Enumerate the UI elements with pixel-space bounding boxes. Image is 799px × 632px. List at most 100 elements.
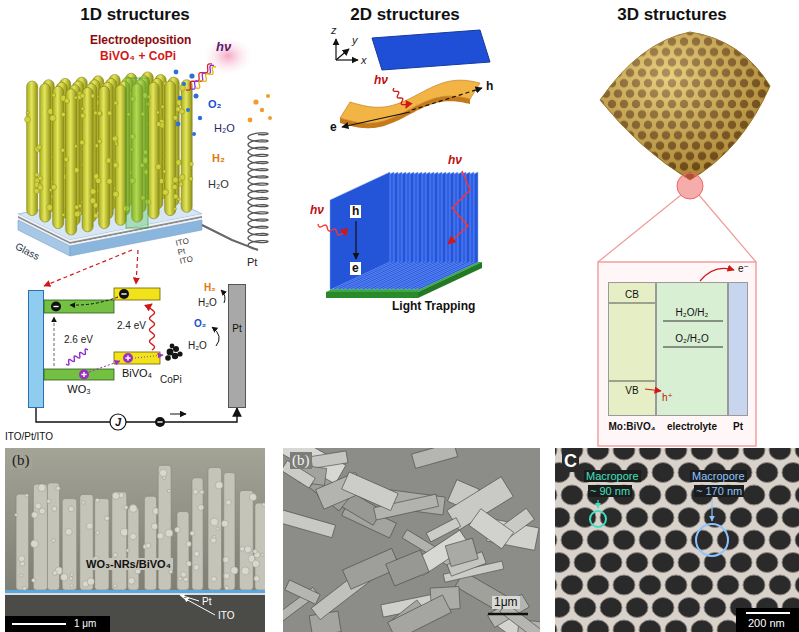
sem-image xyxy=(181,572,186,577)
nanorod-array xyxy=(52,93,56,97)
sem-image xyxy=(261,553,264,556)
layer-label: ITO xyxy=(218,610,234,621)
sem-image xyxy=(35,503,41,509)
layer-label: ITO xyxy=(179,255,194,266)
feature-label: Macropore xyxy=(584,470,641,482)
light-symbol: hν xyxy=(448,154,462,167)
hydrogen-bubbles xyxy=(268,116,272,120)
band-drawing xyxy=(79,370,89,380)
dimension-label: ~ 170 nm xyxy=(694,485,744,497)
nanorod-array xyxy=(98,139,102,143)
band-drawing xyxy=(114,288,160,300)
sem-image xyxy=(426,518,460,542)
sem-image xyxy=(169,570,173,574)
nanorod-array xyxy=(163,170,167,174)
nanorod-array xyxy=(156,111,159,114)
nanorod-array xyxy=(96,178,102,184)
nanorod-array xyxy=(115,85,126,225)
sem-image xyxy=(31,540,39,548)
nanorod-array xyxy=(74,211,80,217)
nanorod-array xyxy=(90,189,96,195)
nanorod-array xyxy=(98,112,103,117)
electron-symbol xyxy=(155,414,186,427)
sem-image xyxy=(224,573,230,579)
sample-label: WO₃-NRs/BiVO₄ xyxy=(84,558,173,570)
sem-image xyxy=(56,486,60,490)
oxygen-bubbles xyxy=(194,94,199,99)
nanorod-array xyxy=(26,111,29,114)
nanorod-array xyxy=(93,213,98,218)
sem-image xyxy=(113,584,116,587)
sem-image xyxy=(129,505,137,513)
sem-image xyxy=(159,469,166,476)
sem-image xyxy=(124,505,128,509)
sem-image xyxy=(20,574,23,577)
sem-image xyxy=(285,580,320,604)
sem-image xyxy=(240,490,254,590)
sem-image xyxy=(52,539,56,543)
oxygen-bubbles xyxy=(178,96,182,100)
light-wave xyxy=(318,171,470,244)
band-box: CBVBMo:BiVO₄ xyxy=(608,282,656,416)
light-wave xyxy=(318,224,346,236)
sem-image xyxy=(5,593,265,595)
species-label: H₂O xyxy=(214,122,235,134)
zoom-marker xyxy=(677,173,703,199)
sem-image xyxy=(342,472,398,511)
wavy-nanosheet xyxy=(340,80,480,128)
panel-letter: (b) xyxy=(10,452,32,469)
species-label: H₂O xyxy=(198,297,217,308)
nanorod-array xyxy=(96,86,113,228)
sem-image xyxy=(157,533,163,539)
nanorod-array xyxy=(113,163,118,168)
scale-label: 200 nm xyxy=(748,617,785,629)
nanorod-array xyxy=(74,145,77,148)
sem-image xyxy=(5,616,110,632)
electrode-label: Pt xyxy=(247,256,257,268)
reaction-arrow xyxy=(221,290,225,303)
nanorod-array xyxy=(64,89,80,235)
sem-image xyxy=(5,448,265,632)
sem-image xyxy=(180,595,199,601)
sem-image xyxy=(555,448,799,632)
node-text: Mo:BiVO₄ xyxy=(609,421,656,432)
light-symbol: hν xyxy=(310,204,324,217)
cocatalyst xyxy=(165,355,171,361)
nanorod-array xyxy=(163,81,179,216)
sem-image xyxy=(198,505,204,511)
sem-image xyxy=(22,586,26,590)
sem-image xyxy=(272,429,558,632)
band-drawing xyxy=(83,372,84,377)
oxygen-bubbles xyxy=(198,116,202,120)
nanorod-array xyxy=(53,86,64,228)
nanorod-array xyxy=(35,173,39,177)
sem-image xyxy=(216,527,219,530)
nanosheet-array xyxy=(330,172,390,290)
nanorod-array xyxy=(50,86,67,228)
node-text: H₂O/H₂ xyxy=(676,307,709,318)
wavy-nanosheet xyxy=(340,96,470,128)
band-drawing xyxy=(663,321,723,322)
transfer-arrow xyxy=(44,250,132,286)
sem-image xyxy=(82,501,85,504)
light-wave xyxy=(448,171,470,244)
nanorod-array xyxy=(74,205,78,209)
inverse-opal-film xyxy=(600,32,770,180)
zoom-marker xyxy=(598,173,756,446)
cocatalyst xyxy=(177,351,182,356)
nanorod-array xyxy=(172,184,177,189)
nanorod-array xyxy=(25,117,31,123)
sem-image xyxy=(412,448,458,468)
sem-image xyxy=(253,549,257,553)
hydrogen-bubbles xyxy=(253,99,258,104)
sem-image xyxy=(221,520,228,527)
species-label: H₂ xyxy=(204,282,216,293)
nanorod-array xyxy=(106,158,111,163)
nanorod-array xyxy=(173,115,178,120)
sem-image xyxy=(52,571,57,576)
pt-coil-electrode xyxy=(248,133,268,250)
nanorod-array xyxy=(90,198,96,204)
sem-image xyxy=(70,584,73,587)
pt-coil-electrode xyxy=(248,133,268,250)
sem-image xyxy=(16,494,29,590)
